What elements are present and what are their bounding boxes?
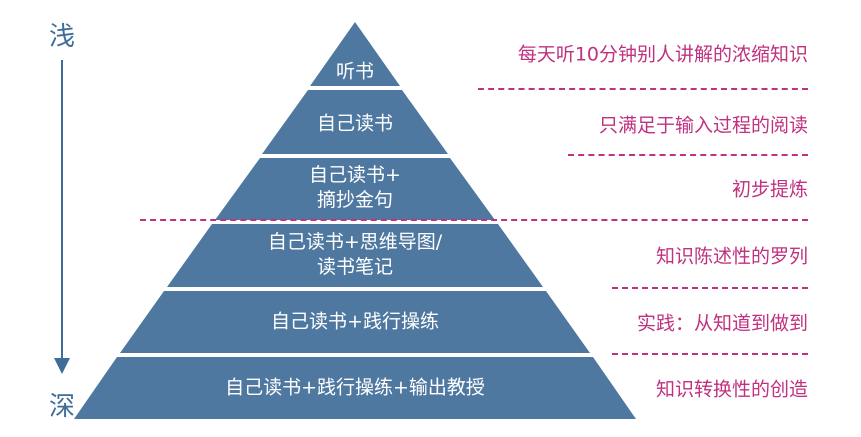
tier-label-4: 自己读书+思维导图/ 读书笔记 (268, 230, 442, 280)
tier-label-3: 自己读书+ 摘抄金句 (309, 163, 401, 213)
arrow-down-icon (54, 358, 70, 374)
tier-1-line-1: 听书 (335, 60, 375, 83)
axis-top-label: 浅 (48, 22, 75, 52)
pyramid-tier-2 (262, 90, 448, 154)
description-2: 只满足于输入过程的阅读 (598, 114, 808, 137)
tier-label-5: 自己读书+践行操练 (271, 310, 439, 335)
tier-6-line-1: 自己读书+践行操练+输出教授 (225, 376, 485, 399)
description-1: 每天听10分钟别人讲解的浓缩知识 (517, 43, 808, 66)
dashed-divider-3 (140, 219, 808, 221)
dashed-divider-4 (612, 287, 808, 289)
depth-axis-line (61, 60, 63, 360)
tier-3-line-2: 摘抄金句 (316, 189, 394, 211)
pyramid-tier-4 (167, 224, 543, 287)
dashed-divider-5 (612, 353, 808, 355)
tier-label-6: 自己读书+践行操练+输出教授 (225, 376, 485, 401)
tier-4-line-1: 自己读书+思维导图/ (267, 231, 443, 253)
description-3: 初步提炼 (731, 178, 808, 201)
tier-label-2: 自己读书 (317, 112, 393, 137)
dashed-divider-2 (568, 154, 808, 156)
tier-label-1: 听书 (336, 60, 374, 85)
description-4: 知识陈述性的罗列 (655, 245, 808, 268)
pyramid-tier-6 (74, 357, 636, 419)
description-6: 知识转换性的创造 (655, 378, 808, 401)
tier-4-line-2: 读书笔记 (316, 256, 394, 278)
tier-2-line-1: 自己读书 (316, 112, 394, 135)
dashed-divider-1 (478, 88, 808, 90)
pyramid-tier-1 (310, 22, 400, 86)
tier-3-line-1: 自己读书+ (309, 164, 401, 186)
axis-bottom-label: 深 (48, 392, 75, 422)
pyramid-tier-5 (120, 291, 590, 353)
pyramid-tier-3 (215, 158, 495, 220)
description-5: 实践：从知道到做到 (636, 312, 808, 335)
tier-5-line-1: 自己读书+践行操练 (271, 310, 439, 333)
